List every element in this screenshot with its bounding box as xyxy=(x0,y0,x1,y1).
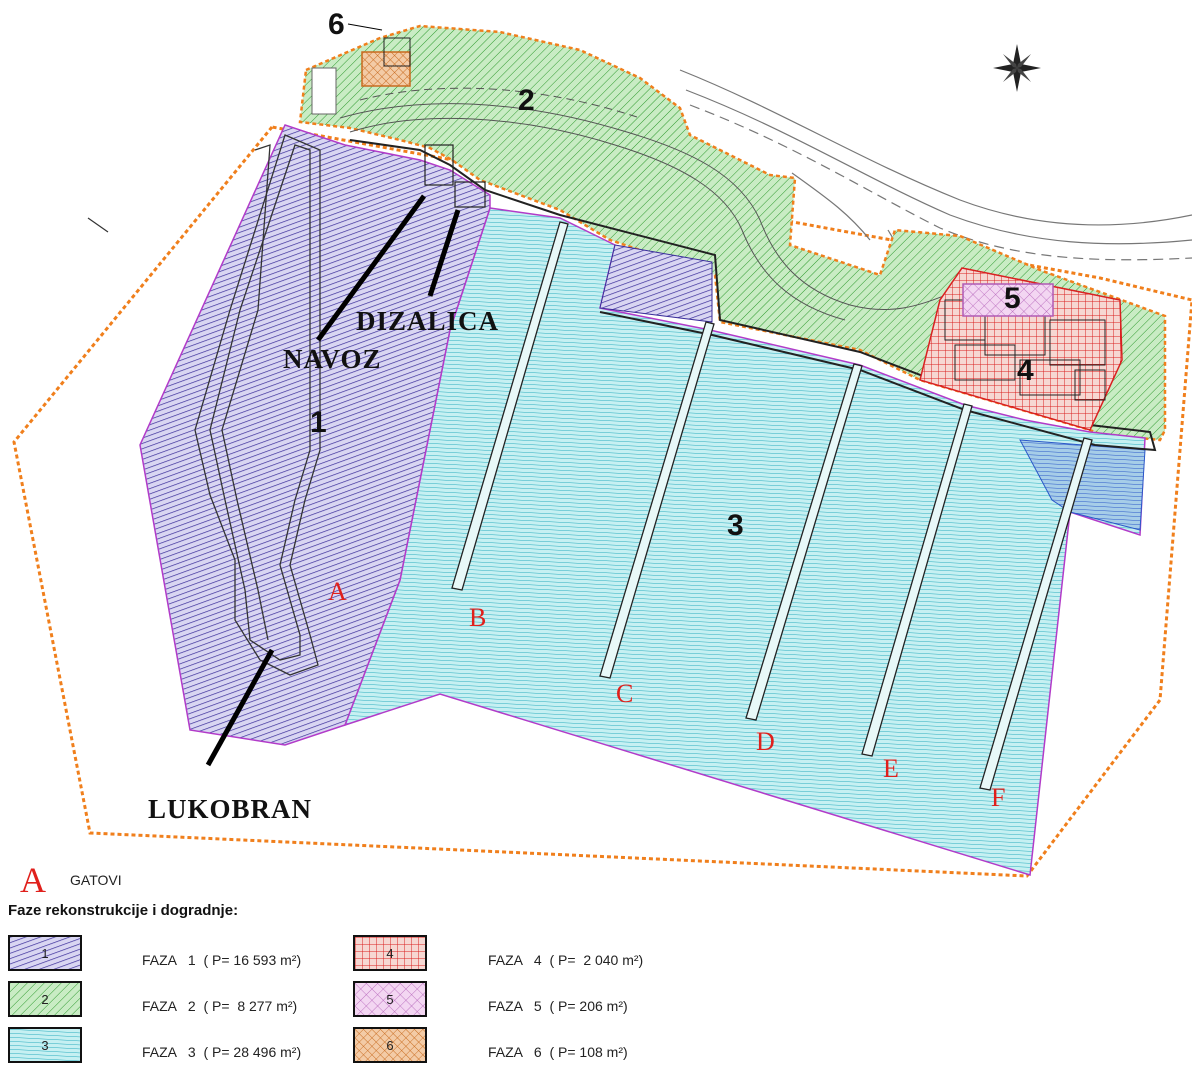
legend-swatch-5-num: 5 xyxy=(386,991,394,1007)
zone-label-6: 6 xyxy=(328,8,345,41)
navoz-leader xyxy=(315,194,427,342)
land-roads xyxy=(339,87,961,321)
pier-f xyxy=(979,437,1093,791)
pier-d xyxy=(745,363,863,721)
legend: A GATOVI Faze rekonstrukcije i dogradnje… xyxy=(0,860,1192,1075)
label-lukobran: LUKOBRAN xyxy=(148,794,312,824)
legend-phase-1-text: FAZA 1 ( P= 16 593 m²) xyxy=(142,952,302,968)
roads xyxy=(679,69,1192,281)
pier-label-e: E xyxy=(883,754,899,783)
pier-label-a: A xyxy=(328,577,347,606)
legend-phase-5-text: FAZA 5 ( P= 206 m²) xyxy=(488,998,628,1014)
zone-6-leader xyxy=(347,23,383,31)
legend-title: Faze rekonstrukcije i dogradnje: xyxy=(8,902,239,919)
phase-1-notch xyxy=(599,244,713,323)
zone-label-2: 2 xyxy=(518,84,535,117)
phase-6-building xyxy=(383,37,411,67)
legend-key-letter: A xyxy=(20,860,46,900)
zone-label-5: 5 xyxy=(1004,282,1021,315)
piers xyxy=(451,221,1093,791)
legend-phase-3-text: FAZA 3 ( P= 28 496 m²) xyxy=(142,1044,302,1060)
legend-swatch-1-num: 1 xyxy=(41,945,49,961)
legend-swatch-3: 3 xyxy=(8,1027,82,1063)
north-arrow-icon xyxy=(993,44,1041,92)
phase-5-area xyxy=(962,283,1054,317)
boundary-tick xyxy=(87,217,109,233)
zone-label-3: 3 xyxy=(727,509,744,542)
breakwater-structure xyxy=(194,134,321,676)
dizalica-leader xyxy=(427,209,461,297)
pier-b xyxy=(451,221,569,591)
zone-label-1: 1 xyxy=(310,406,327,439)
legend-swatch-2: 2 xyxy=(8,981,82,1017)
pier-label-f: F xyxy=(991,783,1005,812)
zone-label-4: 4 xyxy=(1017,354,1034,387)
phase-1-area xyxy=(139,124,491,746)
legend-phase-6-text: FAZA 6 ( P= 108 m²) xyxy=(488,1044,628,1060)
pier-label-c: C xyxy=(616,679,633,708)
pier-e xyxy=(861,403,973,757)
legend-phase-4-text: FAZA 4 ( P= 2 040 m²) xyxy=(488,952,644,968)
legend-key-text: GATOVI xyxy=(70,872,122,888)
label-navoz: NAVOZ xyxy=(283,344,382,374)
legend-swatch-4: 4 xyxy=(353,935,427,971)
pier-label-d: D xyxy=(756,727,775,756)
legend-swatch-5: 5 xyxy=(353,981,427,1017)
label-dizalica: DIZALICA xyxy=(356,306,499,336)
site-boundary xyxy=(12,125,1192,878)
legend-swatch-2-num: 2 xyxy=(41,991,49,1007)
legend-swatch-1: 1 xyxy=(8,935,82,971)
legend-swatch-6: 6 xyxy=(353,1027,427,1063)
legend-swatch-3-num: 3 xyxy=(41,1037,49,1053)
pier-c xyxy=(599,321,715,679)
legend-phase-2-text: FAZA 2 ( P= 8 277 m²) xyxy=(142,998,298,1014)
legend-swatch-4-num: 4 xyxy=(386,945,394,961)
leader-lines xyxy=(205,194,461,767)
small-building xyxy=(311,67,337,115)
navoz-structure xyxy=(424,144,454,186)
phase-6-area xyxy=(361,51,411,87)
lukobran-leader xyxy=(205,648,275,767)
pier-label-b: B xyxy=(469,603,486,632)
legend-swatch-6-num: 6 xyxy=(386,1037,394,1053)
dizalica-structure xyxy=(454,181,486,208)
